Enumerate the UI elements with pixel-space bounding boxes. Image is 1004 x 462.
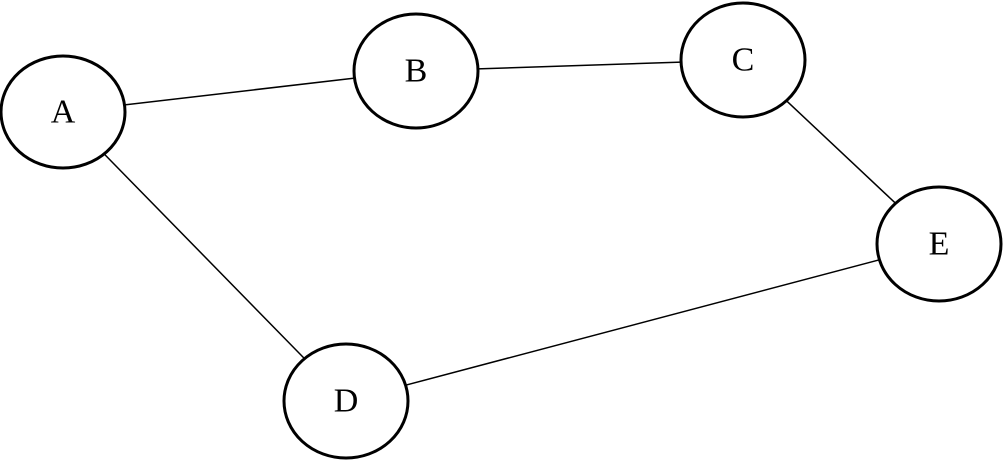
node-circle (282, 342, 410, 460)
node-circle (875, 185, 1003, 303)
node-e: E (875, 185, 1003, 303)
node-label: E (929, 226, 950, 263)
edge-a-d (103, 153, 306, 360)
node-c: C (679, 1, 807, 119)
node-circle (679, 1, 807, 119)
node-d: D (282, 342, 410, 460)
graph-edges (103, 61, 897, 386)
node-a: A (0, 54, 127, 170)
node-label: C (732, 42, 755, 79)
node-label: A (51, 94, 76, 131)
node-b: B (352, 12, 480, 130)
node-label: D (334, 383, 359, 420)
node-label: B (405, 53, 428, 90)
node-circle (0, 54, 127, 170)
edge-a-b (124, 77, 355, 106)
edge-c-e (785, 100, 897, 204)
node-circle (352, 12, 480, 130)
edge-b-c (477, 61, 682, 70)
edge-d-e (405, 259, 880, 386)
